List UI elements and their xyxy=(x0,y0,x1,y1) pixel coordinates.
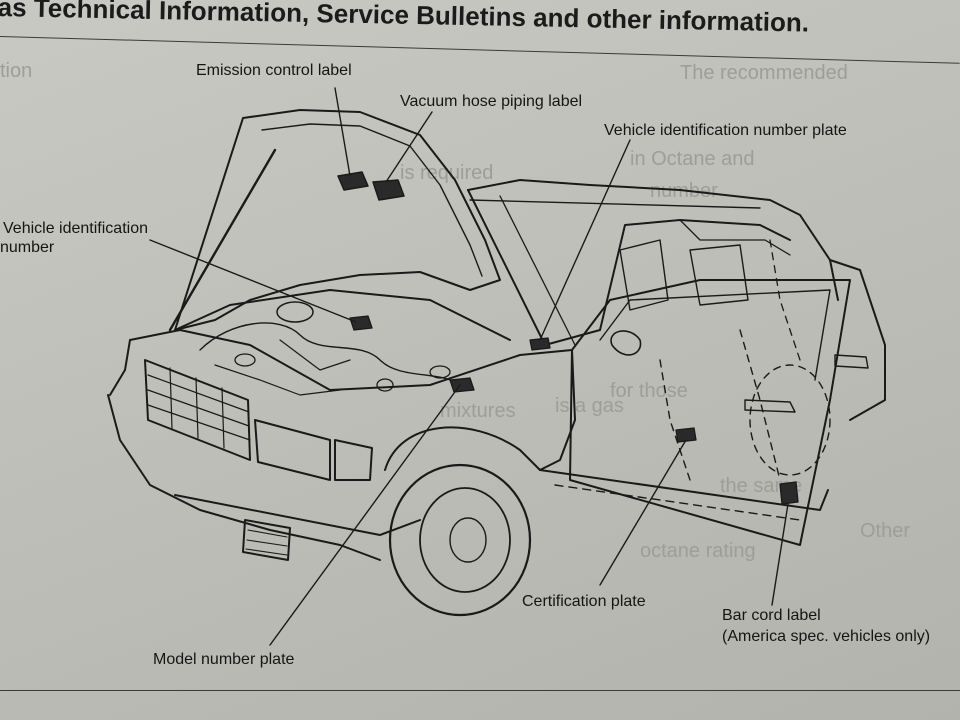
vacuum-label-mark xyxy=(372,179,405,201)
background-text-3: in Octane and xyxy=(630,148,755,170)
front-face xyxy=(109,339,131,396)
leader-vacuum xyxy=(385,111,433,183)
open-hood xyxy=(174,109,501,331)
grille xyxy=(144,359,251,461)
background-text-8: octane rating xyxy=(640,540,756,562)
door-inner-dashed xyxy=(659,329,781,481)
open-door xyxy=(569,279,851,546)
turn-signal xyxy=(334,439,373,481)
background-text-11: Other xyxy=(860,520,911,542)
door-handle xyxy=(744,399,796,413)
label-vin-plate: Vehicle identification number plate xyxy=(604,122,847,139)
background-text-5: is required xyxy=(400,162,494,184)
fog-light xyxy=(242,519,291,561)
footer-divider xyxy=(0,690,960,691)
rear-door-handle xyxy=(834,354,869,369)
background-text-1: tion xyxy=(0,60,33,82)
model-plate-mark xyxy=(449,377,475,393)
vin-plate-mark xyxy=(529,337,551,351)
front-rim xyxy=(419,487,511,593)
label-bar-cord-line2: (America spec. vehicles only) xyxy=(722,628,931,645)
door-mirror xyxy=(610,330,642,356)
leader-vin xyxy=(149,239,357,323)
seat-outline xyxy=(619,239,669,311)
windshield-pillar xyxy=(467,189,546,346)
hood-prop-rod xyxy=(168,148,277,332)
engine-details xyxy=(199,322,461,386)
label-model-number-plate: Model number plate xyxy=(153,651,295,668)
leader-cert xyxy=(599,439,687,586)
bumper-lower xyxy=(174,494,421,536)
rear-wheel-dashed xyxy=(749,364,831,476)
leader-model-plate xyxy=(269,384,461,646)
label-vacuum-hose-piping: Vacuum hose piping label xyxy=(400,93,583,110)
label-certification-plate: Certification plate xyxy=(522,593,646,610)
label-vin-line2: number xyxy=(0,239,55,256)
hood-inner-line xyxy=(261,123,483,277)
windshield-pillar-inner xyxy=(499,195,576,346)
label-bar-cord-line1: Bar cord label xyxy=(722,607,821,624)
background-text-9: is a gas xyxy=(555,395,624,417)
front-tire xyxy=(388,463,532,617)
background-text-10: mixtures xyxy=(440,400,516,422)
rear-body xyxy=(829,259,886,421)
leader-vin-plate xyxy=(539,139,631,341)
headlight xyxy=(254,419,331,481)
leader-emission xyxy=(334,87,351,177)
background-text-6: for those xyxy=(610,380,688,402)
engine-bay-outline xyxy=(174,289,511,341)
door-window xyxy=(599,289,831,381)
emission-label-mark xyxy=(337,171,369,191)
front-bumper xyxy=(107,394,381,561)
door-frame xyxy=(544,219,791,346)
leader-bar-cord xyxy=(771,503,789,606)
wheel-arch xyxy=(384,426,541,471)
roof-outline xyxy=(467,179,839,301)
bar-cord-mark xyxy=(779,481,799,505)
roof-rack xyxy=(469,199,761,209)
cert-plate-mark xyxy=(675,427,697,443)
label-emission-control: Emission control label xyxy=(196,62,352,79)
label-vin-line1: Vehicle identification xyxy=(3,220,148,237)
rear-window xyxy=(679,219,791,256)
side-sill xyxy=(539,469,829,511)
vin-mark xyxy=(349,315,373,331)
background-text-2: The recommended xyxy=(680,62,848,84)
